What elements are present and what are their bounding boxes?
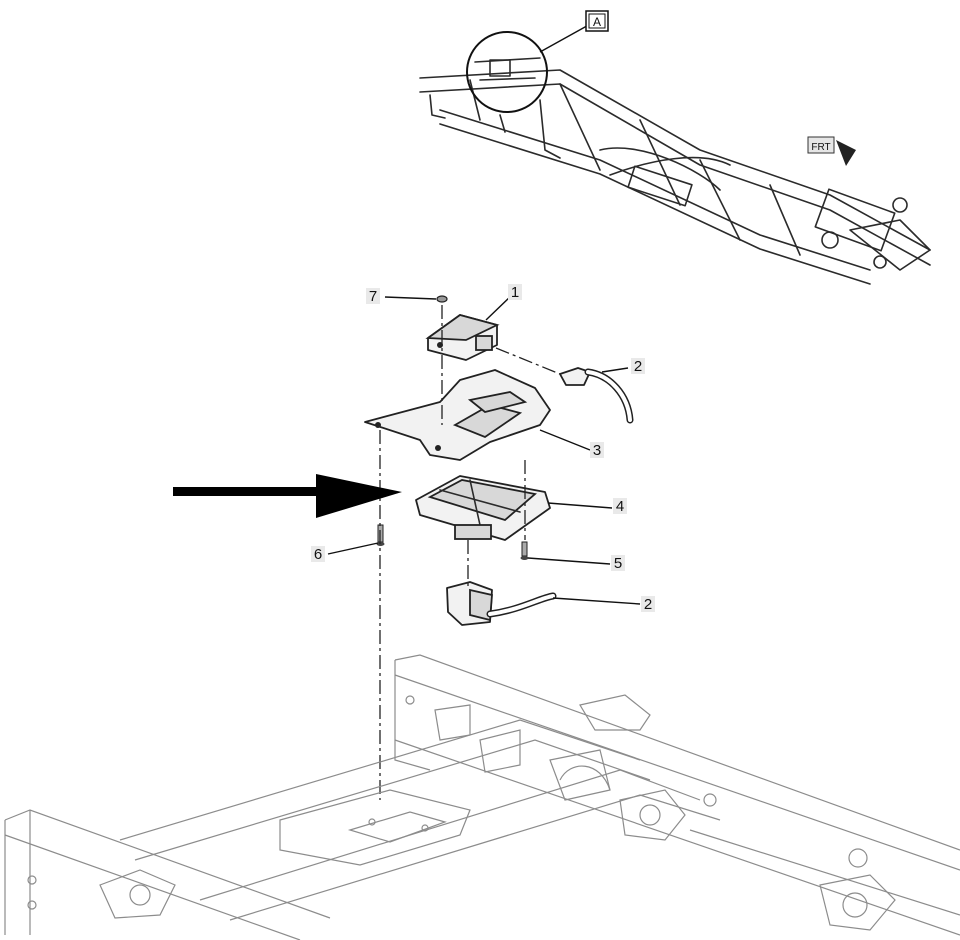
control-module-part-4 <box>415 475 551 541</box>
connector-harness-2-top <box>559 367 634 424</box>
callout-2-top: 2 <box>634 358 642 375</box>
front-direction-arrow: FRT <box>807 136 856 166</box>
view-label-a: A <box>585 10 609 32</box>
callout-5: 5 <box>614 555 622 572</box>
callout-3: 3 <box>593 442 601 459</box>
svg-text:A: A <box>593 15 601 29</box>
nut-part-7 <box>436 295 448 303</box>
connector-harness-2-bottom <box>446 581 557 626</box>
callout-6: 6 <box>314 546 322 563</box>
svg-text:FRT: FRT <box>811 142 830 153</box>
detail-circle <box>466 31 548 113</box>
callout-2-bottom: 2 <box>644 596 652 613</box>
bolt-part-5 <box>520 541 529 560</box>
callout-7: 7 <box>369 288 377 305</box>
callout-1: 1 <box>511 284 519 301</box>
module-part-1 <box>425 314 500 361</box>
leader-lines <box>327 294 641 605</box>
callout-4: 4 <box>616 498 624 515</box>
bracket-part-3 <box>364 369 551 461</box>
callout-labels: 7 1 2 3 4 5 2 6 <box>311 284 655 613</box>
pointer-arrow <box>173 474 402 518</box>
lower-chassis-frame <box>4 654 960 940</box>
overview-chassis-frame <box>419 21 931 285</box>
